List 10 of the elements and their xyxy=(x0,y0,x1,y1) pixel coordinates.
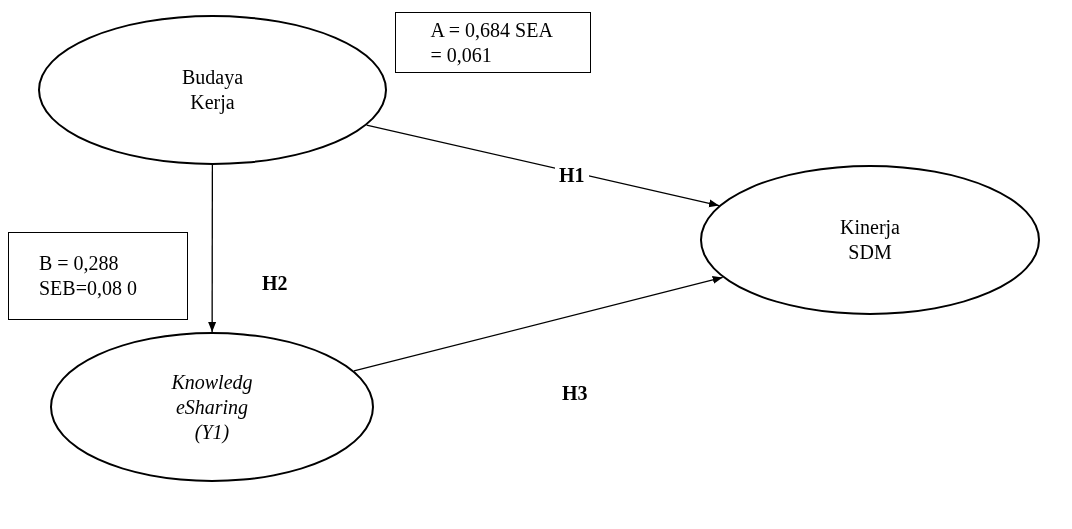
node-text: Kinerja SDM xyxy=(839,215,901,265)
arrow xyxy=(208,164,217,333)
node-text: Knowledg eSharing (Y1) xyxy=(170,369,254,445)
node-text: Budaya Kerja xyxy=(180,65,245,115)
arrow xyxy=(366,124,720,208)
value-box xyxy=(8,232,188,320)
node-text: B = 0,288 SEB=0,08 0 xyxy=(39,251,138,301)
value-box xyxy=(395,12,591,73)
arrow xyxy=(353,276,724,372)
node-text: A = 0,684 SEA = 0,061 xyxy=(430,17,554,68)
